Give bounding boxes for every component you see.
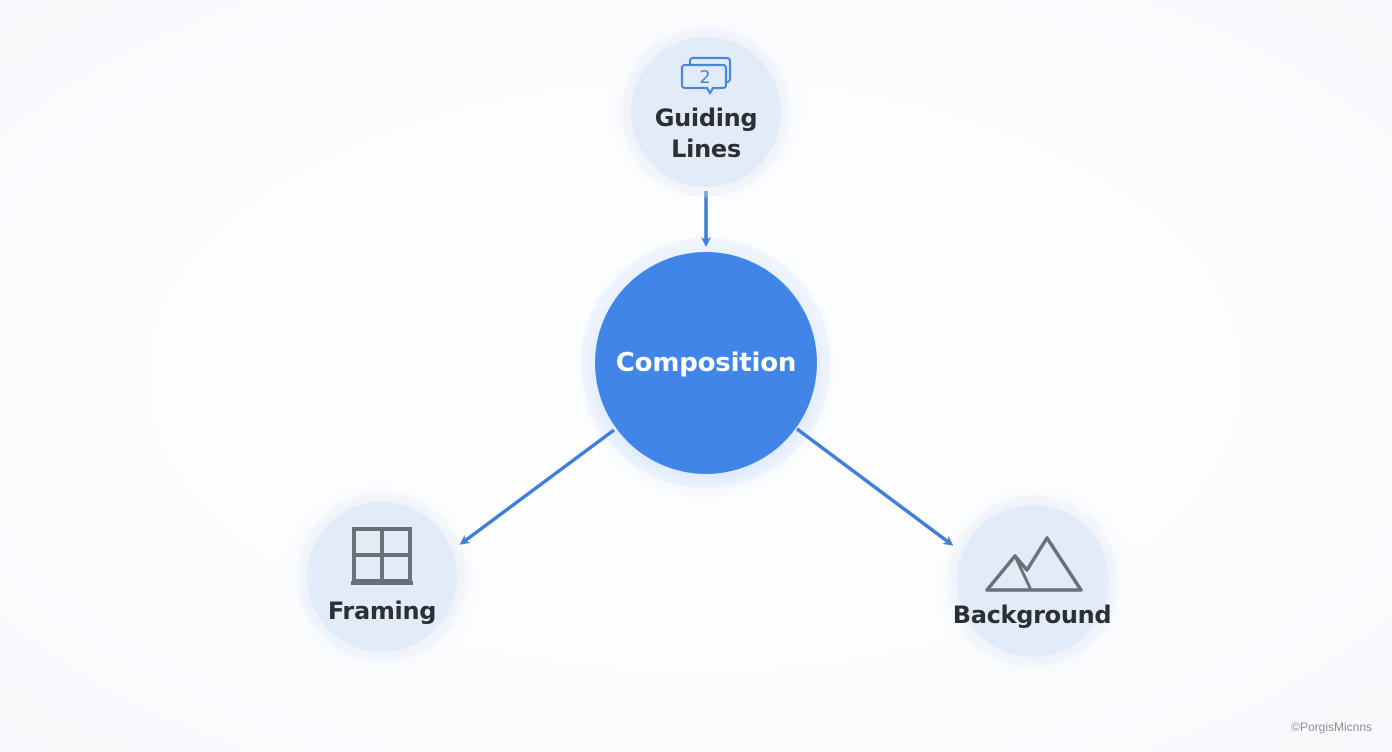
node-framing[interactable]: Framing [307, 502, 457, 652]
chat-bubbles-icon: 2 [677, 55, 735, 99]
watermark: ©PorgisMicnns [1291, 720, 1372, 734]
hub-label: Composition [615, 348, 797, 378]
node-label-line-2: Lines [671, 135, 741, 163]
mountain-icon [981, 532, 1085, 594]
node-label-background: Background [952, 600, 1112, 629]
node-background[interactable]: Background [953, 505, 1112, 657]
node-label-guiding-lines: Guiding Lines [646, 103, 766, 165]
window-frame-icon [351, 526, 413, 586]
svg-text:2: 2 [699, 67, 710, 88]
node-composition[interactable]: Composition [595, 252, 817, 474]
node-label-framing: Framing [327, 596, 437, 625]
edge-composition-to-background [795, 427, 954, 546]
node-label-line-1: Guiding [654, 104, 758, 132]
node-guiding-lines[interactable]: 2 Guiding Lines [631, 37, 781, 187]
edge-composition-to-framing [459, 428, 616, 545]
